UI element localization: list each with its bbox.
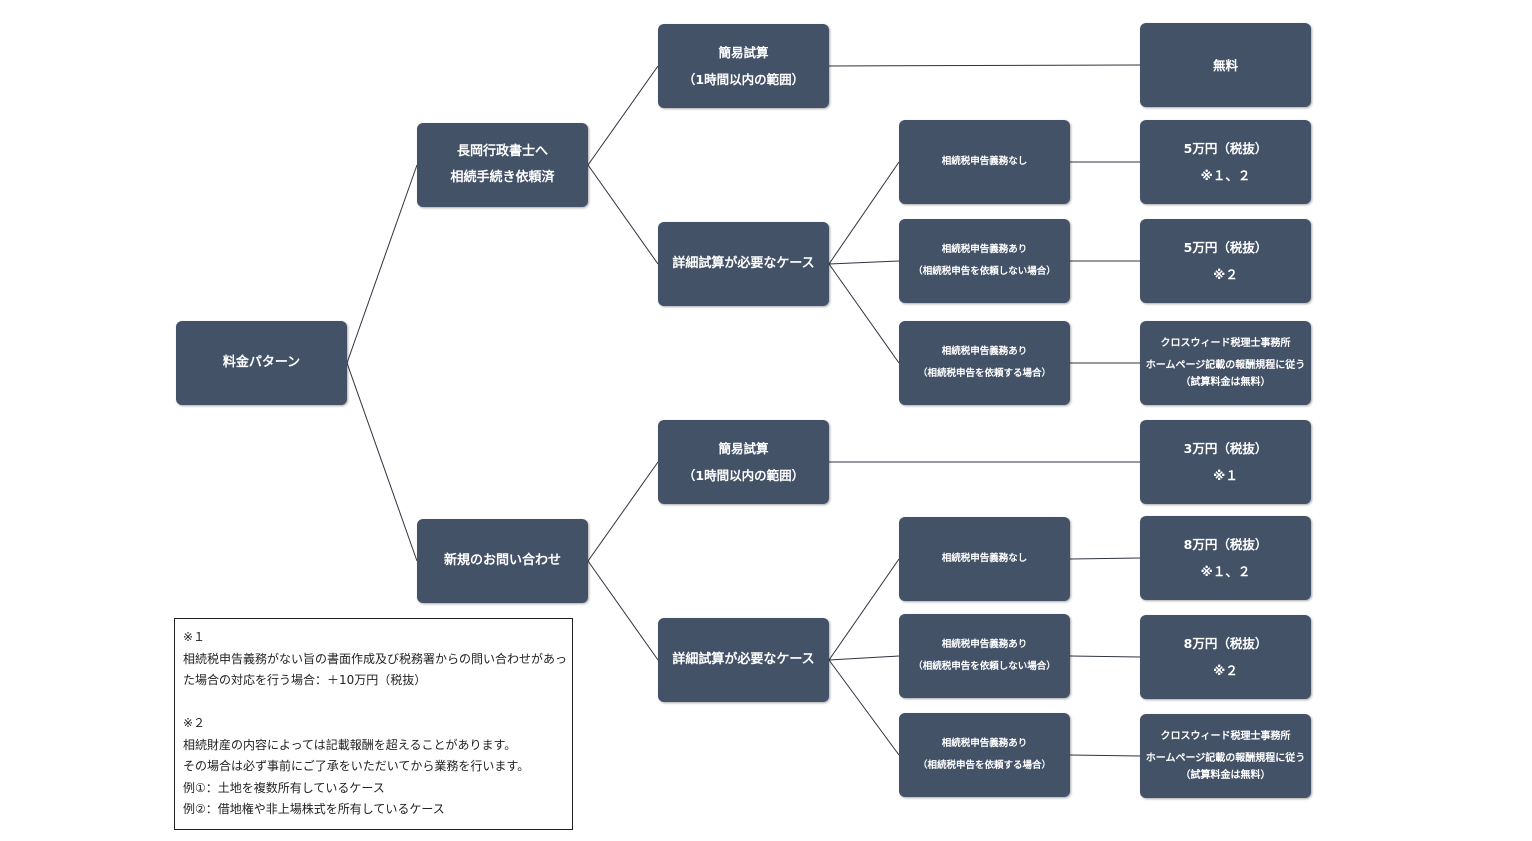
fee-node: 8万円（税抜） ※１、２: [1140, 516, 1311, 600]
connector-line: [828, 659, 900, 756]
node-label: 相続税申告義務あり: [941, 244, 1028, 255]
node-label: 長岡行政書士へ: [456, 144, 548, 159]
case-node-filing-requested: 相続税申告義務あり （相続税申告を依頼する場合）: [899, 713, 1070, 797]
fee-footnote: ※２: [1213, 663, 1238, 678]
fee-node: 無料: [1140, 23, 1311, 107]
node-label: 料金パターン: [222, 355, 301, 370]
footnote-2-text: その場合は必ず事前にご了承をいただいてから業務を行います。: [183, 759, 530, 773]
footnote-1-text: た場合の対応を行う場合：＋10万円（税抜）: [183, 673, 427, 687]
fee-node: 3万円（税抜） ※１: [1140, 420, 1311, 504]
footnote-1-text: 相続税申告義務がない旨の書面作成及び税務署からの問い合わせがあっ: [183, 651, 568, 666]
connector-line: [828, 260, 900, 265]
footnote-2-example: 例①：土地を複数所有しているケース: [183, 780, 385, 795]
fee-label: クロスウィード税理士事務所: [1160, 731, 1291, 742]
fee-label: 8万円（税抜）: [1183, 636, 1268, 651]
fee-label: 8万円（税抜）: [1183, 537, 1268, 552]
connector-line: [1069, 754, 1141, 757]
fee-node-tax-firm: クロスウィード税理士事務所 ホームページ記載の報酬規程に従う （試算料金は無料）: [1140, 321, 1311, 405]
node-label: 詳細試算が必要なケース: [672, 652, 815, 667]
node-label: （相続税申告を依頼する場合）: [917, 368, 1051, 379]
spacer: [183, 692, 564, 714]
fee-footnote: ※１、２: [1200, 168, 1251, 183]
node-label: 相続手続き依頼済: [450, 170, 555, 185]
connector-line: [1069, 655, 1141, 658]
fee-label: 5万円（税抜）: [1183, 240, 1268, 255]
case-node-filing-not-requested: 相続税申告義務あり （相続税申告を依頼しない場合）: [899, 614, 1070, 698]
fee-node: 8万円（税抜） ※２: [1140, 615, 1311, 699]
fee-footnote: ※１: [1213, 468, 1238, 483]
fee-label: ホームページ記載の報酬規程に従う: [1145, 753, 1306, 764]
detailed-estimate-node: 詳細試算が必要なケース: [658, 618, 829, 702]
node-label: （相続税申告を依頼する場合）: [917, 760, 1051, 771]
fee-node: 5万円（税抜） ※１、２: [1140, 120, 1311, 204]
connector-line: [346, 362, 418, 562]
node-label: 簡易試算: [718, 441, 769, 456]
footnote-box: ※１ 相続税申告義務がない旨の書面作成及び税務署からの問い合わせがあっ た場合の…: [174, 618, 573, 830]
simple-estimate-node: 簡易試算 （1時間以内の範囲）: [658, 24, 829, 108]
footnote-1-title: ※１: [183, 630, 206, 644]
case-node-filing-requested: 相続税申告義務あり （相続税申告を依頼する場合）: [899, 321, 1070, 405]
connector-line: [587, 164, 659, 265]
node-label: 相続税申告義務あり: [941, 639, 1028, 650]
connector-line: [828, 64, 1141, 67]
fee-footnote: ※１、２: [1200, 564, 1251, 579]
fee-node: 5万円（税抜） ※２: [1140, 219, 1311, 303]
case-node-no-filing: 相続税申告義務なし: [899, 517, 1070, 601]
node-label: （1時間以内の範囲）: [682, 72, 805, 87]
fee-label: ホームページ記載の報酬規程に従う: [1145, 360, 1306, 371]
case-node-no-filing: 相続税申告義務なし: [899, 120, 1070, 204]
node-label: 新規のお問い合わせ: [443, 553, 561, 568]
connector-line: [828, 558, 900, 661]
connector-line: [828, 263, 900, 364]
fee-label: クロスウィード税理士事務所: [1160, 338, 1291, 349]
fee-label: 5万円（税抜）: [1183, 141, 1268, 156]
fee-footnote: ※２: [1213, 267, 1238, 282]
node-label: 相続税申告義務なし: [941, 156, 1028, 167]
node-label: （相続税申告を依頼しない場合）: [913, 266, 1056, 277]
case-node-filing-not-requested: 相続税申告義務あり （相続税申告を依頼しない場合）: [899, 219, 1070, 303]
footnote-2-example: 例②：借地権や非上場株式を所有しているケース: [183, 802, 445, 816]
branch-node-existing-client: 長岡行政書士へ 相続手続き依頼済: [417, 123, 588, 207]
fee-label: 3万円（税抜）: [1183, 441, 1268, 456]
node-label: 詳細試算が必要なケース: [672, 256, 815, 271]
connector-line: [828, 655, 900, 661]
fee-label: 無料: [1212, 57, 1238, 73]
fee-label: （試算料金は無料）: [1180, 377, 1271, 388]
node-label: （1時間以内の範囲）: [682, 468, 805, 483]
connector-line: [587, 461, 659, 562]
fee-label: （試算料金は無料）: [1180, 770, 1271, 781]
node-label: 相続税申告義務あり: [941, 738, 1028, 749]
footnote-2-title: ※２: [183, 716, 206, 730]
branch-node-new-inquiry: 新規のお問い合わせ: [417, 519, 588, 603]
node-label: 相続税申告義務あり: [941, 346, 1028, 357]
node-label: 簡易試算: [718, 45, 769, 60]
simple-estimate-node: 簡易試算 （1時間以内の範囲）: [658, 420, 829, 504]
connector-line: [346, 164, 418, 364]
connector-line: [828, 161, 900, 265]
connector-line: [587, 65, 659, 166]
connector-line: [587, 560, 659, 661]
detailed-estimate-node: 詳細試算が必要なケース: [658, 222, 829, 306]
connector-line: [1069, 557, 1141, 560]
node-label: （相続税申告を依頼しない場合）: [913, 661, 1056, 672]
footnote-2-text: 相続財産の内容によっては記載報酬を超えることがあります。: [183, 737, 517, 752]
root-node-pricing-pattern: 料金パターン: [176, 321, 347, 405]
node-label: 相続税申告義務なし: [941, 553, 1028, 564]
fee-node-tax-firm: クロスウィード税理士事務所 ホームページ記載の報酬規程に従う （試算料金は無料）: [1140, 714, 1311, 798]
